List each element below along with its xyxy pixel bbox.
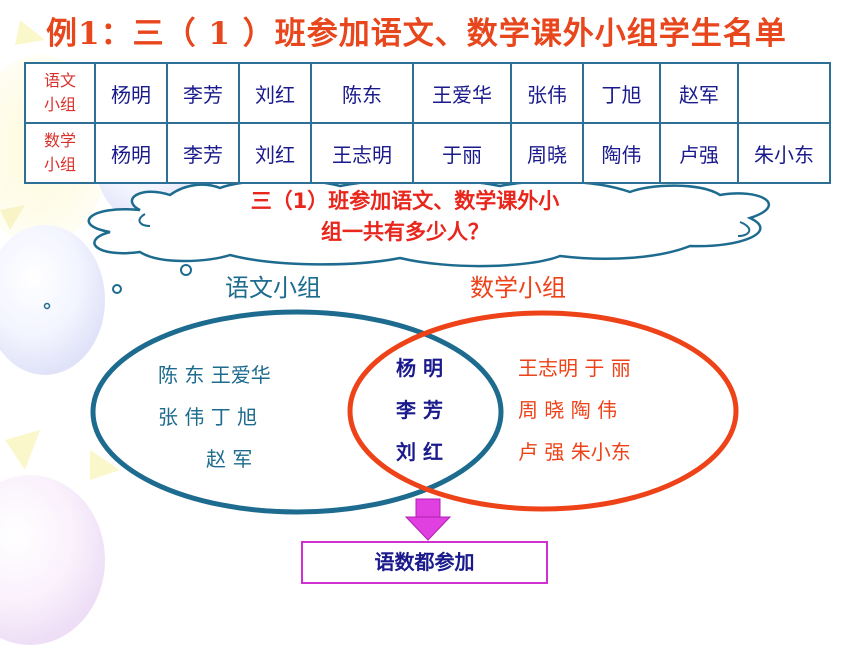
table-row: 数学 小组 杨明 李芳 刘红 王志明 于丽 周晓 陶伟 卢强 朱小东	[24, 122, 831, 184]
venn-right-names: 王志明 于 丽 周 晓 陶 伟 卢 强 朱小东	[518, 347, 631, 473]
dot-decoration	[43, 302, 51, 310]
result-box: 语数都参加	[301, 541, 548, 584]
table-cell: 李芳	[166, 122, 240, 184]
list-item: 张 伟 丁 旭	[158, 405, 258, 429]
row-header-line: 语文	[43, 71, 76, 90]
table-row: 语文 小组 杨明 李芳 刘红 陈东 王爱华 张伟 丁旭 赵军	[24, 62, 831, 124]
table-cell	[737, 62, 831, 124]
list-item: 刘 红	[396, 440, 443, 464]
list-item: 周 晓 陶 伟	[518, 398, 618, 422]
dot-decoration	[112, 284, 122, 294]
row-header-math: 数学 小组	[24, 122, 96, 184]
roster-table: 语文 小组 杨明 李芳 刘红 陈东 王爱华 张伟 丁旭 赵军 数学 小组 杨明 …	[24, 62, 831, 184]
table-cell: 刘红	[238, 62, 312, 124]
venn-right-label: 数学小组	[470, 274, 566, 302]
table-cell: 丁旭	[582, 62, 661, 124]
table-cell: 陶伟	[582, 122, 661, 184]
question-line: 三（1）班参加语文、数学课外小	[250, 189, 560, 213]
question-line: 组一共有多少人？	[321, 220, 489, 244]
venn-left-label: 语文小组	[225, 274, 321, 302]
question-text: 三（1）班参加语文、数学课外小 组一共有多少人？	[170, 186, 640, 248]
table-cell: 刘红	[238, 122, 312, 184]
table-cell: 卢强	[659, 122, 739, 184]
table-cell: 于丽	[412, 122, 512, 184]
row-header-line: 小组	[43, 155, 76, 174]
list-item: 赵 军	[206, 447, 253, 471]
row-header-chinese: 语文 小组	[24, 62, 96, 124]
table-cell: 陈东	[310, 62, 414, 124]
venn-left-names: 陈 东 王爱华 张 伟 丁 旭 赵 军	[158, 354, 271, 480]
list-item: 陈 东 王爱华	[158, 363, 271, 387]
venn-left-circle	[90, 309, 504, 515]
dot-decoration	[180, 264, 192, 276]
table-cell: 王爱华	[412, 62, 512, 124]
table-cell: 王志明	[310, 122, 414, 184]
page-title: 例1：三（ 1 ）班参加语文、数学课外小组学生名单	[46, 16, 787, 52]
list-item: 杨 明	[396, 356, 443, 380]
table-cell: 李芳	[166, 62, 240, 124]
list-item: 王志明 于 丽	[518, 356, 631, 380]
venn-intersection-names: 杨 明 李 芳 刘 红	[396, 347, 443, 473]
table-cell: 杨明	[94, 122, 168, 184]
table-cell: 张伟	[510, 62, 584, 124]
table-cell: 杨明	[94, 62, 168, 124]
row-header-line: 数学	[43, 131, 76, 150]
venn-right-circle	[347, 310, 739, 512]
table-cell: 赵军	[659, 62, 739, 124]
list-item: 卢 强 朱小东	[518, 440, 631, 464]
down-arrow-icon	[404, 498, 452, 541]
table-cell: 周晓	[510, 122, 584, 184]
table-cell: 朱小东	[737, 122, 831, 184]
row-header-line: 小组	[43, 95, 76, 114]
list-item: 李 芳	[396, 398, 443, 422]
